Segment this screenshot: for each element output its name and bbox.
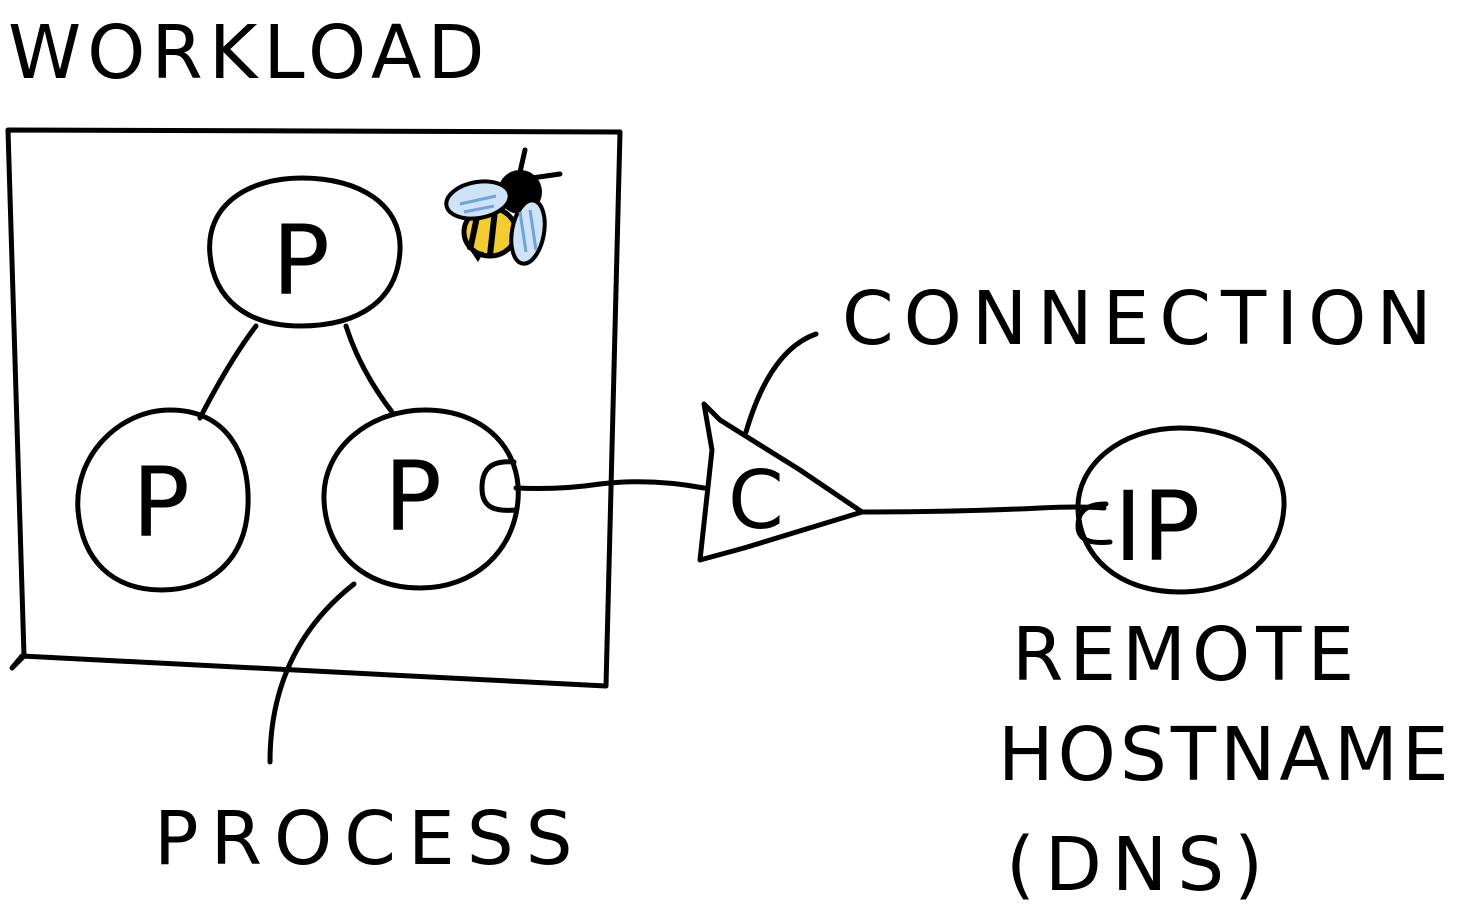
process-port [479, 459, 519, 513]
process-node-top-label: P [272, 205, 330, 317]
process-callout-line [267, 581, 357, 765]
workload-label: WORKLOAD [8, 10, 491, 96]
remote-label-line2: HOSTNAME [998, 712, 1453, 798]
process-node-left-label: P [132, 447, 190, 559]
remote-ip-label: IP [1114, 471, 1200, 583]
connection-label: CONNECTION [842, 276, 1442, 362]
edge-process-to-connection [513, 479, 707, 491]
connection-callout-line [743, 331, 819, 435]
remote-label-line1: REMOTE [1012, 612, 1360, 698]
process-node-right: P [321, 407, 521, 591]
process-node-top: P [207, 175, 403, 329]
process-node-left: P [75, 407, 251, 593]
edge-top-to-right [343, 323, 395, 415]
workload-box [5, 127, 623, 689]
connection-node-label: C [728, 454, 784, 547]
bee-icon [444, 147, 563, 266]
process-label: PROCESS [154, 796, 585, 882]
remote-ip-node: IP [1075, 425, 1287, 595]
process-node-right-label: P [384, 441, 442, 553]
remote-port [1075, 501, 1113, 545]
connection-node: C [697, 401, 865, 563]
remote-label-line3: (DNS) [1006, 822, 1273, 908]
edge-top-to-left [197, 323, 259, 421]
edge-connection-to-remote [859, 504, 1107, 515]
